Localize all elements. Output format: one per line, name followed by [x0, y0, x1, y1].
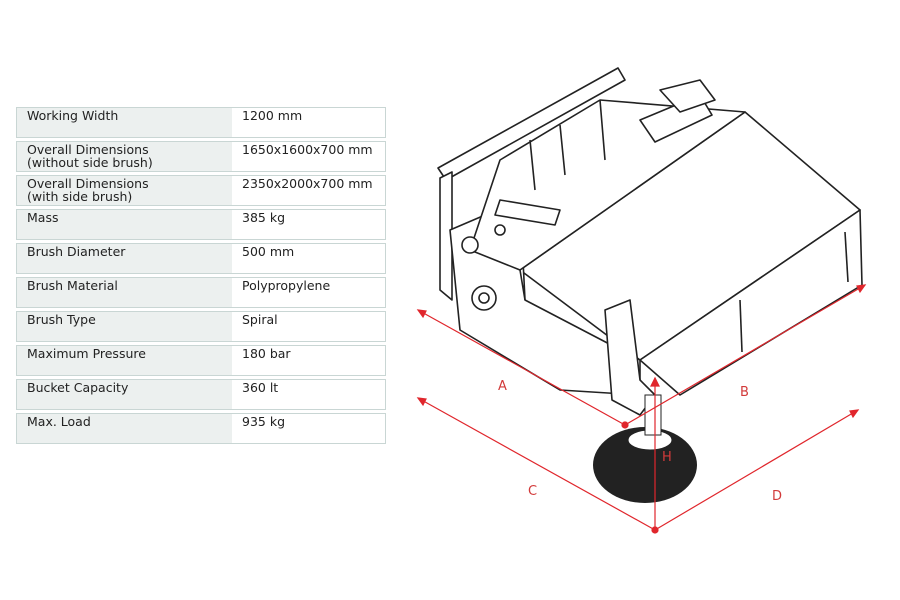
dimension-label-b: B — [740, 385, 749, 400]
spec-value: 360 lt — [232, 380, 385, 409]
spec-label: Bucket Capacity — [17, 380, 232, 409]
dimension-label-h: H — [662, 450, 672, 465]
spec-value: 935 kg — [232, 414, 385, 443]
spec-value: 1200 mm — [232, 108, 385, 137]
spec-label: Maximum Pressure — [17, 346, 232, 375]
spec-value: 500 mm — [232, 244, 385, 273]
spec-value: 180 bar — [232, 346, 385, 375]
spec-value: Spiral — [232, 312, 385, 341]
spec-value: 2350x2000x700 mm — [232, 176, 385, 205]
dimension-label-c: C — [528, 484, 537, 499]
sweeper-drawing — [437, 67, 863, 416]
dimension-lines — [416, 284, 867, 534]
dimension-label-a: A — [498, 379, 507, 394]
dimension-label-d: D — [772, 489, 782, 504]
side-brush — [593, 394, 697, 503]
spec-label: Overall Dimensions (with side brush) — [17, 176, 232, 205]
spec-label: Brush Material — [17, 278, 232, 307]
spec-label: Max. Load — [17, 414, 232, 443]
spec-value: Polypropylene — [232, 278, 385, 307]
spec-row: Overall Dimensions (without side brush)1… — [16, 141, 386, 172]
spec-value: 1650x1600x700 mm — [232, 142, 385, 171]
spec-label: Brush Type — [17, 312, 232, 341]
spec-value: 385 kg — [232, 210, 385, 239]
spec-label: Mass — [17, 210, 232, 239]
spec-label: Brush Diameter — [17, 244, 232, 273]
spec-label: Working Width — [17, 108, 232, 137]
spec-label: Overall Dimensions (without side brush) — [17, 142, 232, 171]
spec-row: Overall Dimensions (with side brush)2350… — [16, 175, 386, 206]
